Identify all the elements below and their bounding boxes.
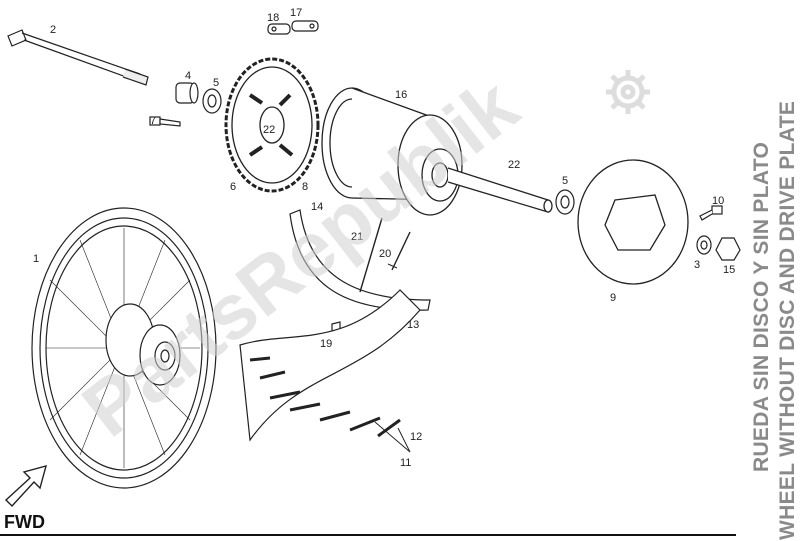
tire — [239, 289, 421, 442]
callout-5a: 5 — [213, 77, 219, 89]
title-spanish: RUEDA SIN DISCO Y SIN PLATO — [750, 141, 773, 472]
callout-8: 8 — [302, 181, 308, 193]
callout-17: 17 — [290, 7, 302, 19]
callout-4: 4 — [185, 70, 191, 82]
callout-21: 21 — [351, 231, 363, 243]
nut — [715, 237, 741, 261]
axle — [7, 29, 149, 86]
disc-bolt — [699, 205, 723, 221]
callout-1: 1 — [33, 253, 39, 265]
callout-11: 11 — [400, 457, 411, 469]
washer — [696, 235, 712, 255]
callout-9: 9 — [610, 292, 616, 304]
callout-13: 13 — [407, 319, 419, 331]
callout-19: 19 — [320, 338, 332, 350]
spacer — [175, 82, 199, 104]
bearing-left — [202, 88, 222, 114]
bolt — [149, 116, 181, 127]
brake-disc — [577, 159, 689, 285]
callout-12: 12 — [410, 431, 422, 443]
callout-15: 15 — [723, 264, 735, 276]
callout-22a: 22 — [263, 124, 275, 136]
callout-20: 20 — [379, 248, 391, 260]
callout-5b: 5 — [562, 175, 568, 187]
callout-6: 6 — [230, 181, 236, 193]
forward-arrow-icon — [4, 465, 47, 508]
bottom-rule — [0, 534, 736, 536]
rim-strip — [289, 209, 431, 311]
chain-link — [267, 20, 319, 35]
callout-3: 3 — [694, 259, 700, 271]
callout-2: 2 — [50, 24, 56, 36]
rear-wheel — [31, 207, 217, 489]
callout-18: 18 — [267, 12, 279, 24]
callout-10: 10 — [712, 195, 724, 207]
sprocket — [224, 57, 320, 193]
callout-7: 7 — [150, 115, 156, 127]
bearing-right — [555, 189, 575, 215]
spokes — [359, 217, 411, 293]
rear-hub — [321, 87, 553, 216]
title-english: WHEEL WITHOUT DISC AND DRIVE PLATE — [776, 100, 799, 540]
callout-22b: 22 — [508, 159, 520, 171]
callout-14: 14 — [311, 201, 323, 213]
leader-lines — [374, 263, 411, 453]
callout-16: 16 — [395, 89, 407, 101]
fwd-label: FWD — [4, 512, 45, 532]
